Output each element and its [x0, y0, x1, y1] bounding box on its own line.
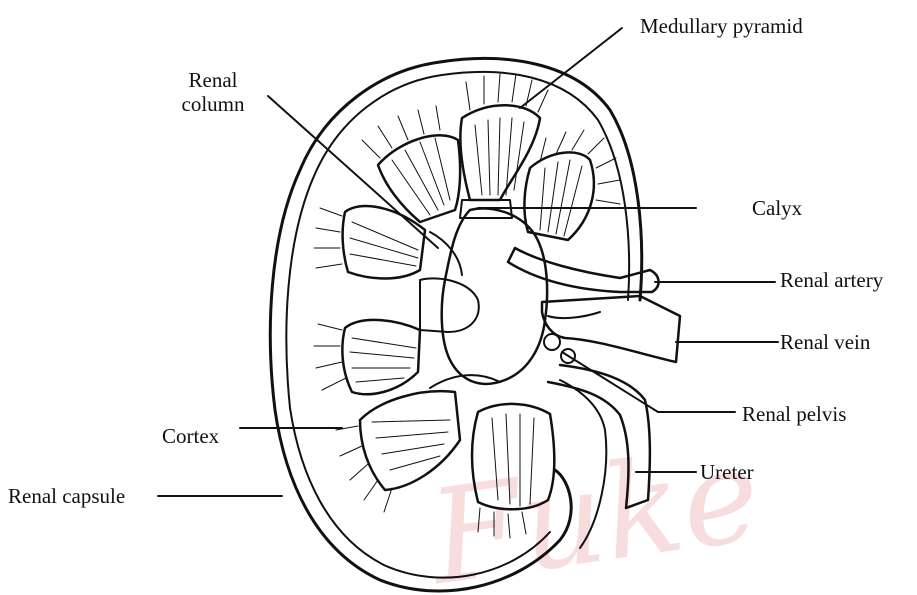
- leader-renal-pelvis: [562, 352, 658, 412]
- label-medullary-pyramid: Medullary pyramid: [640, 14, 803, 38]
- cortex-rays: [314, 74, 620, 538]
- label-renal-capsule: Renal capsule: [8, 484, 125, 508]
- label-renal-pelvis: Renal pelvis: [742, 402, 846, 426]
- label-renal-artery: Renal artery: [780, 268, 883, 292]
- vein-branch: [548, 312, 600, 318]
- leader-medullary-pyramid: [520, 28, 622, 108]
- label-renal-column: Renal column: [168, 68, 258, 116]
- ureter-inner: [560, 380, 606, 548]
- renal-artery-shape: [508, 248, 659, 292]
- pyramid-bottom: [472, 404, 554, 509]
- pyramid-lower-left: [360, 391, 460, 490]
- label-calyx: Calyx: [752, 196, 802, 220]
- calyx-left: [420, 278, 479, 332]
- label-ureter: Ureter: [700, 460, 754, 484]
- pyramid-upper-right: [524, 152, 594, 240]
- medullary-pyramids: [342, 105, 594, 509]
- renal-pelvis-shape: [442, 208, 547, 383]
- label-renal-vein: Renal vein: [780, 330, 870, 354]
- pyramid-upper-left: [378, 135, 460, 222]
- vein-loop: [544, 334, 560, 350]
- label-cortex: Cortex: [162, 424, 219, 448]
- ureter-shape: [548, 365, 650, 508]
- column-arc-left: [430, 232, 462, 275]
